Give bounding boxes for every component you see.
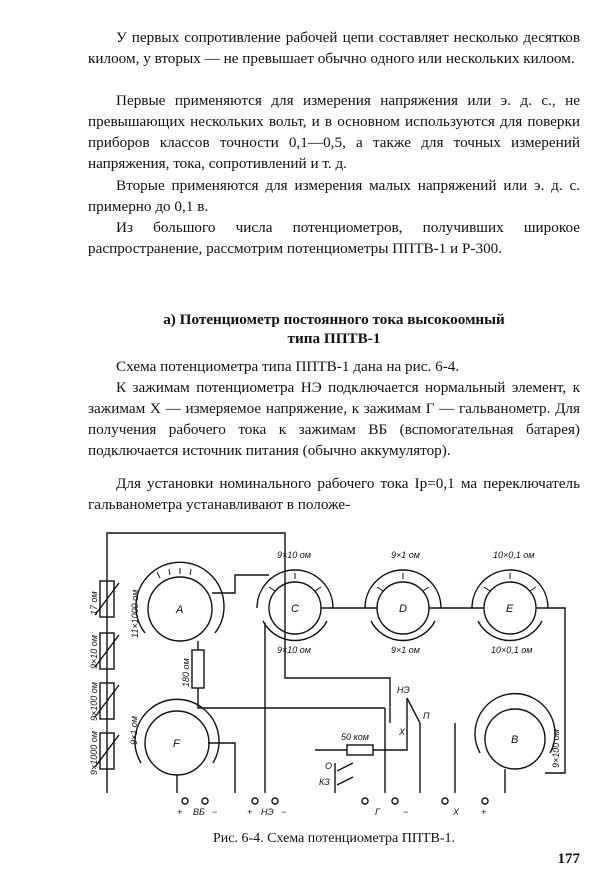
label-d-top: 9×1 ом: [391, 550, 420, 560]
dial-c-label: C: [291, 603, 299, 615]
label-50-kohm: 50 ком: [341, 732, 369, 742]
label-switch-ne: НЭ: [397, 685, 410, 695]
label-rheostat-17: 17 ом: [89, 591, 99, 615]
paragraph-5: Схема потенциометра типа ППТВ-1 дана на …: [116, 358, 460, 375]
terminal-label: +: [247, 807, 252, 817]
label-c-top: 9×10 ом: [277, 550, 311, 560]
paragraph-2: Первые применяются для измерения напряже…: [88, 92, 580, 172]
label-180-ohm: 180 ом: [181, 658, 191, 687]
terminal-label: +: [481, 807, 486, 817]
section-heading-line-1: а) Потенциометр постоянного тока высокоо…: [163, 311, 505, 328]
label-e-top: 10×0,1 ом: [493, 550, 534, 560]
paragraph-6: К зажимам потенциометра НЭ подключается …: [88, 379, 580, 459]
figure-caption: Рис. 6-4. Схема потенциометра ППТВ-1.: [212, 831, 456, 846]
label-b-side: 9×100 ом: [551, 729, 561, 768]
section-heading: а) Потенциометр постоянного тока высокоо…: [88, 310, 580, 348]
dial-f-label: F: [173, 738, 181, 750]
paragraph-1: У первых сопротивление рабочей цепи сост…: [88, 29, 580, 67]
terminal-label: −: [212, 807, 217, 817]
terminal-label: Х: [452, 807, 460, 817]
page-number: 177: [557, 851, 581, 867]
dial-d-label: D: [399, 603, 407, 615]
paragraph-4: Из большого числа потенциометров, получи…: [88, 219, 580, 257]
label-f-side: 9×1 ом: [129, 716, 139, 745]
label-switch-x: Х: [398, 727, 406, 737]
label-c-bottom: 9×10 ом: [277, 645, 311, 655]
label-rheostat-9x10: 9×10 ом: [89, 635, 99, 669]
label-rheostat-9x1000: 9×1000 ом: [89, 731, 99, 775]
label-rheostat-9x100: 9×100 ом: [89, 682, 99, 721]
label-switch-kz: КЗ: [319, 777, 330, 787]
terminal-label: −: [281, 807, 286, 817]
label-a-side: 11×1000 ом: [130, 590, 140, 638]
label-e-bottom: 10×0,1 ом: [491, 645, 532, 655]
paragraph-3: Вторые применяются для измерения малых н…: [88, 177, 580, 215]
terminal-label: ВБ: [193, 807, 205, 817]
terminal-label: НЭ: [261, 807, 274, 817]
section-heading-line-2: типа ППТВ-1: [287, 330, 381, 347]
terminal-label: +: [177, 807, 182, 817]
paragraph-7: Для установки номинального рабочего тока…: [88, 475, 580, 513]
dial-b-label: В: [511, 734, 518, 746]
terminal-label: Г: [375, 807, 381, 817]
label-switch-p: П: [423, 711, 430, 721]
dial-e-label: E: [506, 603, 514, 615]
potentiometer-schematic: A C D E F В 11×1000 ом 9×10 ом 9×10 ом 9…: [89, 532, 566, 817]
terminal-label: −: [403, 807, 408, 817]
dial-a-label: A: [175, 604, 183, 616]
label-switch-o: О: [325, 761, 332, 771]
label-d-bottom: 9×1 ом: [391, 645, 420, 655]
